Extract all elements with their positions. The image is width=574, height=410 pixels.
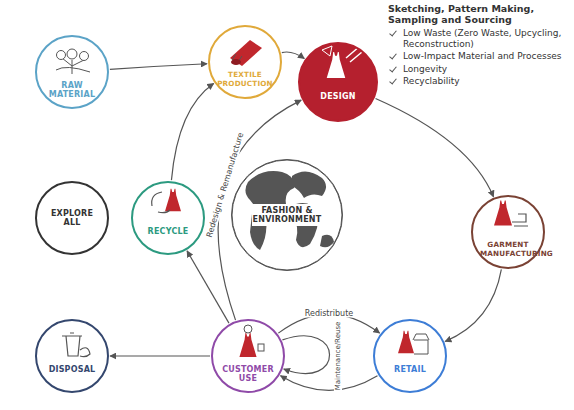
flow-arrow <box>171 84 213 181</box>
stage-circle: RETAIL <box>373 319 447 393</box>
flow-arrow <box>187 251 229 323</box>
customer-icon <box>239 325 264 357</box>
stage-circle: DISPOSAL <box>35 319 109 393</box>
stage-label: EXPLORE ALL <box>44 209 100 227</box>
trash-can-icon <box>62 333 90 357</box>
stage-circle: RAW MATERIAL <box>35 35 109 109</box>
explore-circle: EXPLORE ALL <box>35 181 109 255</box>
checklist-item: Longevity <box>388 64 570 75</box>
stage-circle: GARMENT MANUFACTURING <box>471 195 545 269</box>
stage-circle: TEXTILE PRODUCTION <box>208 25 282 99</box>
stage-circle: DESIGN <box>298 42 378 122</box>
recycle-icon <box>152 189 181 213</box>
flow-arrow <box>110 64 207 70</box>
pencil-icon <box>346 46 362 62</box>
stage-label: CUSTOMER USE <box>220 365 276 383</box>
flow-arrow <box>282 336 329 374</box>
stage-label: RAW MATERIAL <box>44 81 100 99</box>
stage-label: RETAIL <box>382 365 438 374</box>
edge-label: Maintenance/Reuse <box>334 320 342 393</box>
flow-arrow <box>376 98 494 196</box>
edge-label: Redistribute <box>303 309 355 318</box>
callout-heading: Sketching, Pattern Making, Sampling and … <box>388 3 570 25</box>
stage-label: RECYCLE <box>140 227 196 236</box>
flow-arrow <box>110 355 210 356</box>
design-callout: Sketching, Pattern Making, Sampling and … <box>388 3 570 89</box>
stage-label: GARMENT MANUFACTURING <box>480 241 536 258</box>
stage-label: DESIGN <box>308 92 369 101</box>
sewing-machine-icon <box>494 200 528 226</box>
stage-label: FASHION & ENVIRONMENT <box>252 204 322 226</box>
stage-label: TEXTILE PRODUCTION <box>217 71 273 88</box>
checklist-item: Recyclability <box>388 76 570 87</box>
checklist-item: Low-Impact Material and Processes <box>388 51 570 62</box>
flow-arrow <box>281 376 378 391</box>
checklist-item: Low Waste (Zero Waste, Upcycling, Recons… <box>388 28 570 49</box>
design-fill <box>299 43 377 121</box>
stage-circle: CUSTOMER USE <box>211 319 285 393</box>
flow-arrow <box>282 52 305 59</box>
fabric-roll-icon <box>230 40 262 66</box>
stage-circle: RECYCLE <box>131 181 205 255</box>
globe-circle: FASHION & ENVIRONMENT <box>231 159 343 271</box>
cotton-icon <box>56 49 90 74</box>
flow-arrow <box>445 269 501 341</box>
stage-label: DISPOSAL <box>44 365 100 374</box>
ruler-icon <box>322 46 332 56</box>
shop-icon <box>398 331 429 354</box>
globe-illustration <box>232 160 342 270</box>
